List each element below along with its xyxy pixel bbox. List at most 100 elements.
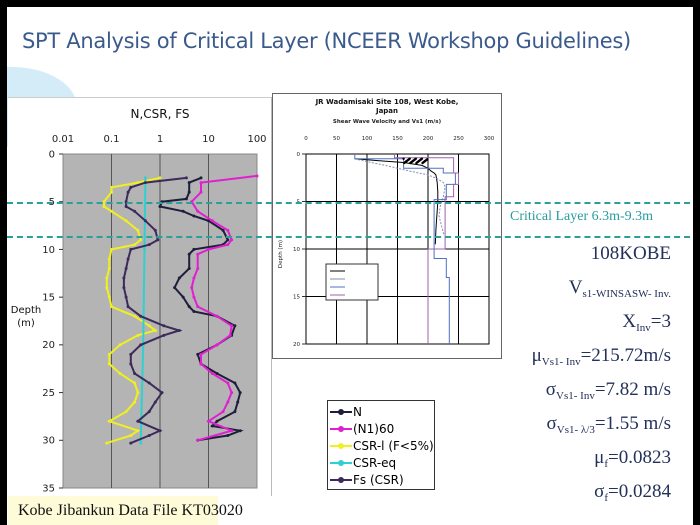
scatter-point: [415, 161, 418, 165]
data-point-4: [162, 324, 166, 328]
scatter-point: [424, 159, 427, 162]
vs-method: Vs1-WINSASW- Inv.: [568, 277, 671, 300]
x-tick-label: 250: [453, 136, 464, 142]
sigma-f: σf=0.0284: [594, 481, 671, 504]
data-point-2: [147, 324, 151, 328]
scatter-point: [402, 157, 405, 160]
data-point-0: [215, 419, 219, 423]
sigma-vs1-inv: σVs1- Inv=7.82 m/s: [545, 379, 671, 402]
scatter-point: [426, 158, 429, 161]
data-point-0: [226, 434, 230, 438]
scatter-point: [418, 158, 422, 162]
data-point-4: [129, 441, 133, 445]
data-point-4: [129, 362, 133, 366]
legend-swatch: [330, 425, 352, 432]
data-point-0: [238, 391, 242, 395]
sigma-vs1-lambda: σVs1- λ/3=1.55 m/s: [546, 413, 671, 436]
data-point-2: [153, 329, 157, 333]
data-point-0: [187, 181, 191, 185]
y-tick-label: 35: [42, 483, 55, 494]
data-point-4: [158, 429, 162, 433]
x-tick-label: 100: [247, 134, 266, 145]
x-tick-label: 300: [484, 136, 495, 142]
legend-item: N: [330, 403, 434, 420]
statistics-notes: 108KOBE Vs1-WINSASW- Inv. XInv=3 μVs1- I…: [532, 237, 671, 509]
data-point-1: [215, 343, 219, 347]
data-point-0: [192, 214, 196, 218]
x-tick-label: 10: [202, 134, 215, 145]
data-point-0: [210, 424, 214, 428]
y-tick-label: 20: [42, 340, 55, 351]
series-line-3: [394, 154, 459, 344]
data-point-1: [228, 333, 232, 337]
x-tick-label: 200: [423, 136, 434, 142]
x-inv: XInv=3: [622, 311, 671, 334]
data-point-1: [192, 295, 196, 299]
data-point-0: [215, 371, 219, 375]
data-point-1: [226, 228, 230, 232]
data-point-4: [147, 243, 151, 247]
series-line-2: [103, 176, 161, 445]
data-point-1: [199, 190, 203, 194]
data-point-0: [187, 305, 191, 309]
critical-layer-top-line: [7, 202, 693, 204]
data-point-2: [107, 362, 111, 366]
legend-label: Fs (CSR): [353, 472, 404, 487]
data-point-2: [133, 400, 137, 404]
data-point-1: [226, 381, 230, 385]
data-point-1: [215, 314, 219, 318]
data-point-4: [129, 247, 133, 251]
data-point-2: [136, 391, 140, 395]
data-point-3: [139, 441, 143, 445]
data-point-4: [133, 209, 137, 213]
data-point-1: [210, 371, 214, 375]
data-point-1: [199, 181, 203, 185]
data-point-1: [196, 305, 200, 309]
data-point-2: [136, 228, 140, 232]
series-line-1: [190, 174, 258, 442]
data-point-2: [105, 441, 109, 445]
data-point-4: [129, 352, 133, 356]
data-source-text: Kobe Jibankun Data File KT03020: [18, 502, 243, 519]
series-line-1: [354, 158, 446, 235]
data-point-0: [226, 238, 230, 242]
data-point-4: [184, 176, 188, 180]
data-point-1: [207, 247, 210, 251]
data-point-4: [126, 305, 130, 309]
data-point-2: [107, 257, 111, 261]
data-point-3: [143, 247, 147, 251]
data-point-1: [230, 429, 234, 433]
legend-label: CSR-eq: [353, 455, 397, 470]
data-point-0: [177, 276, 181, 280]
legend-item: CSR-l (F<5%): [330, 437, 434, 454]
y-tick-label: 25: [42, 388, 55, 399]
data-point-4: [126, 190, 130, 194]
x-tick-label: 0.01: [52, 134, 74, 145]
data-point-2: [110, 190, 113, 194]
legend-item: Fs (CSR): [330, 471, 434, 488]
data-point-4: [139, 314, 143, 318]
data-point-0: [236, 400, 240, 404]
chart-title-line1: JR Wadamisaki Site 108, West Kobe,: [315, 98, 459, 106]
data-point-4: [162, 333, 166, 337]
y-tick-label: 20: [293, 342, 300, 348]
data-point-4: [147, 381, 151, 385]
data-point-4: [124, 267, 128, 271]
legend-item: CSR-eq: [330, 454, 434, 471]
slide-title: SPT Analysis of Critical Layer (NCEER Wo…: [22, 29, 631, 53]
data-point-0: [221, 228, 225, 232]
data-point-1: [230, 238, 234, 242]
data-point-1: [196, 438, 200, 442]
y-tick-label: 15: [42, 292, 55, 303]
y-axis-label: Depth (m): [278, 240, 284, 268]
scatter-point: [411, 159, 414, 163]
data-point-4: [147, 410, 151, 414]
data-point-1: [230, 391, 234, 395]
data-point-0: [181, 295, 185, 299]
data-point-4: [126, 257, 130, 261]
data-point-2: [133, 381, 137, 385]
data-point-1: [226, 400, 230, 404]
data-point-4: [153, 228, 157, 232]
